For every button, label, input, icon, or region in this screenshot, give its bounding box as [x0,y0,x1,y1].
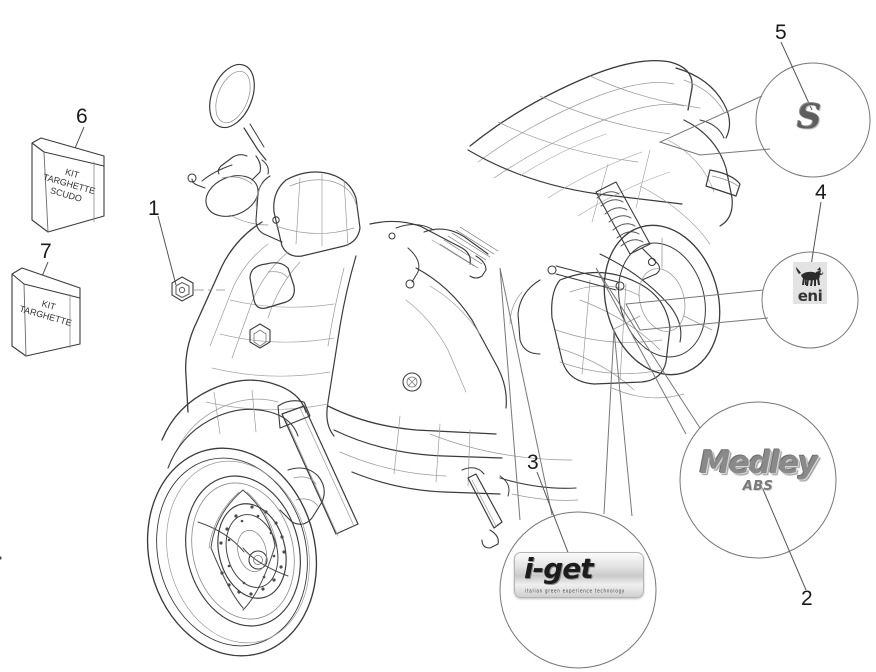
callout-number-1: 1 [148,197,160,220]
s-badge-text: S [797,97,822,137]
eni-logo-block: eni [793,262,827,304]
callout-number-6: 6 [76,105,88,128]
part-7-bag [11,267,81,357]
leader-4 [809,201,822,273]
callout-bubble-2 [595,267,837,559]
medley-badge: Medley ABS [688,445,828,494]
callout-number-5: 5 [775,21,787,44]
eni-six-legged-dog-icon [796,267,824,286]
part-6-bag [31,137,105,233]
part-1-rivet [171,276,225,302]
callout-bubble-5 [658,62,871,178]
callout-number-2: 2 [801,587,813,610]
iget-badge: i-get italian green experience technolog… [514,552,644,598]
leader-1 [157,215,177,286]
medley-abs-text: ABS [742,479,774,494]
callout-number-7: 7 [40,240,52,263]
leader-2 [761,486,807,591]
iget-wordmark: i-get [524,552,594,585]
callout-number-3: 3 [527,451,539,474]
iget-subtitle: italian green experience technology [525,587,626,595]
eni-wordmark: eni [797,287,823,305]
callout-bubble-4 [625,251,859,349]
medley-wordmark: Medley [699,445,818,481]
callout-number-4: 4 [815,181,827,204]
leader-5 [780,41,813,111]
callout-bubble-3 [499,267,657,669]
